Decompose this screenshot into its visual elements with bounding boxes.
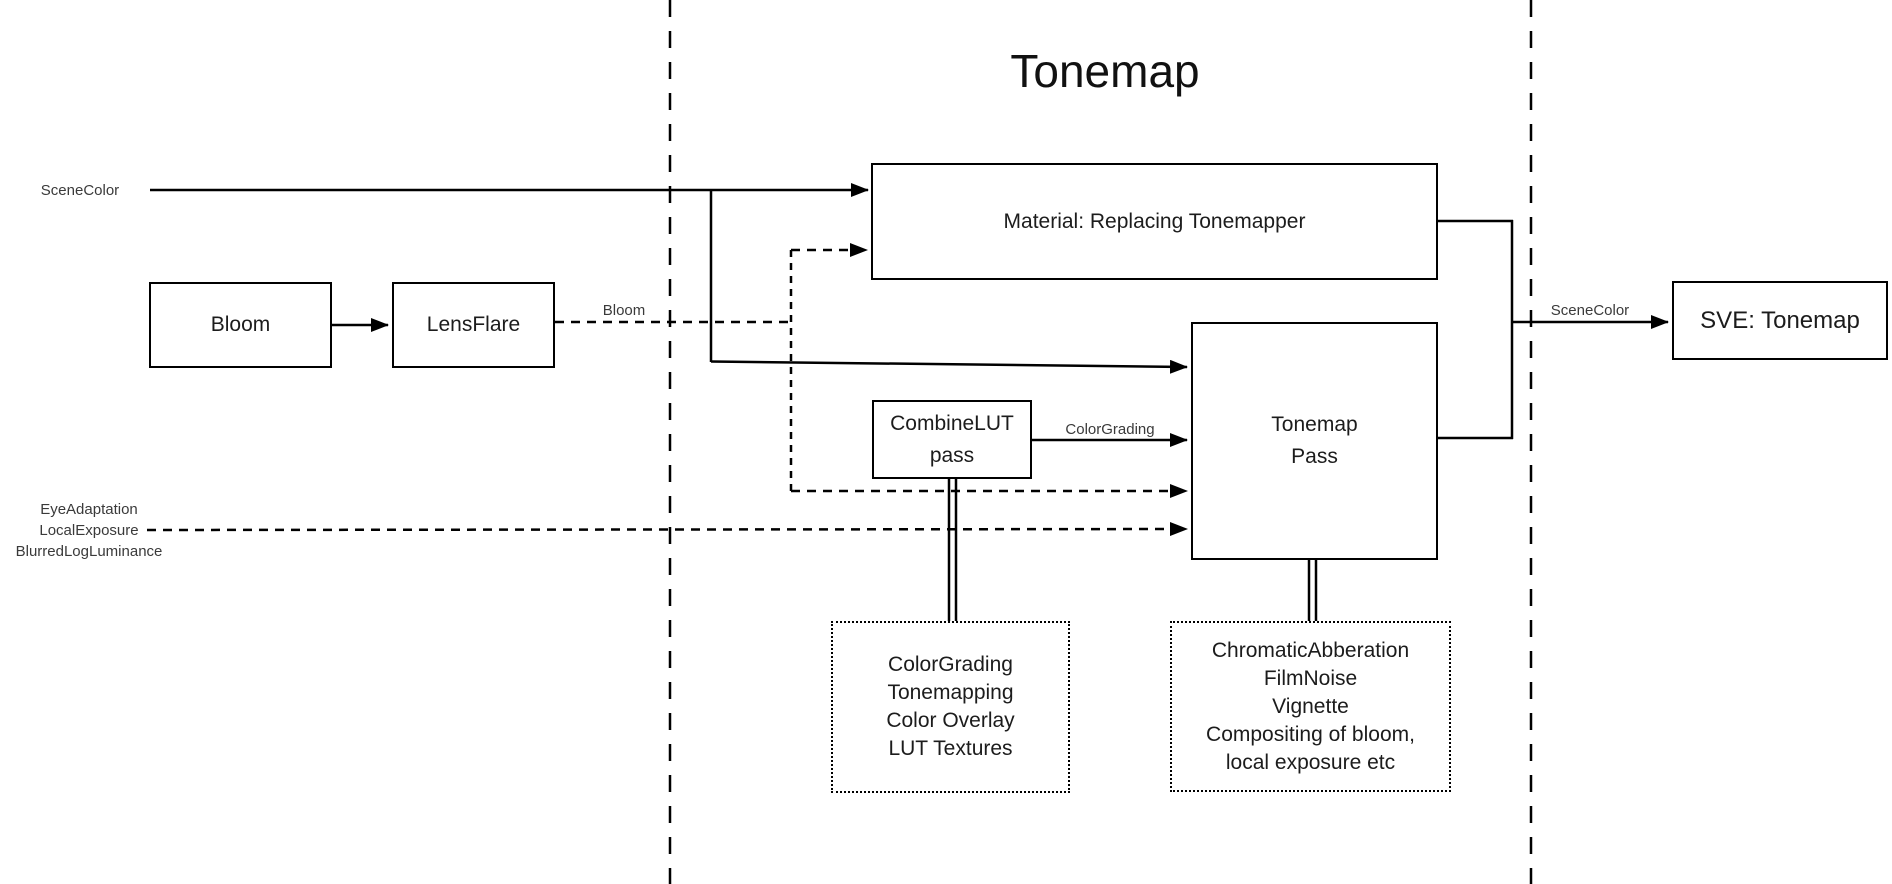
- node-sve-label: SVE: Tonemap: [1700, 306, 1860, 334]
- edge-eyeadaptation-to-tonemappass-dashed: [146, 522, 1188, 537]
- node-lensflare: LensFlare: [392, 282, 555, 368]
- note-tonemap-line: FilmNoise: [1263, 666, 1358, 690]
- note-tonemap-line: Compositing of bloom,: [1206, 722, 1415, 746]
- node-material-label: Material: Replacing Tonemapper: [1003, 209, 1306, 233]
- diagram-title: Tonemap: [1010, 45, 1200, 97]
- note-tonemap-line: ChromaticAbberation: [1211, 638, 1410, 662]
- note-lut-line: ColorGrading: [888, 653, 1013, 676]
- edge-label-scenecolor-out: SceneColor: [1550, 302, 1630, 319]
- node-combinelut-pass: CombineLUT pass: [872, 400, 1032, 479]
- edge-label-bloom: Bloom: [602, 302, 646, 319]
- note-tonemappass-details: ChromaticAbberation FilmNoise Vignette C…: [1170, 621, 1451, 792]
- node-bloom: Bloom: [149, 282, 332, 368]
- node-lensflare-label: LensFlare: [426, 313, 521, 336]
- edge-scenecolor-to-tonemappass: [710, 359, 1188, 374]
- node-combinelut-label-line1: CombineLUT: [890, 411, 1014, 435]
- node-tonemappass-label-line1: Tonemap: [1271, 413, 1358, 436]
- node-material-replacing-tonemapper: Material: Replacing Tonemapper: [871, 163, 1438, 280]
- note-tonemap-line: Vignette: [1272, 694, 1349, 718]
- note-lut-line: Tonemapping: [887, 681, 1014, 704]
- note-lut-line: Color Overlay: [886, 709, 1015, 732]
- node-tonemappass-label-line2: Pass: [1291, 445, 1338, 468]
- edge-label-eyeadaptation: EyeAdaptation: [40, 501, 138, 518]
- edge-label-eyeadaptation-group: EyeAdaptation LocalExposure BlurredLogLu…: [0, 499, 178, 562]
- note-combinelut-details: ColorGrading Tonemapping Color Overlay L…: [831, 621, 1070, 793]
- node-sve-tonemap: SVE: Tonemap: [1672, 281, 1888, 360]
- node-bloom-label: Bloom: [210, 313, 271, 336]
- edge-label-colorgrading: ColorGrading: [1065, 421, 1155, 438]
- note-lut-line: LUT Textures: [888, 737, 1013, 760]
- node-combinelut-label-line2: pass: [929, 443, 975, 467]
- note-tonemap-line: local exposure etc: [1225, 750, 1396, 774]
- edge-label-scenecolor-in: SceneColor: [40, 182, 120, 199]
- edge-label-blurredlogluminance: BlurredLogLuminance: [15, 543, 163, 560]
- node-tonemap-pass: Tonemap Pass: [1191, 322, 1438, 560]
- edge-label-localexposure: LocalExposure: [39, 522, 139, 539]
